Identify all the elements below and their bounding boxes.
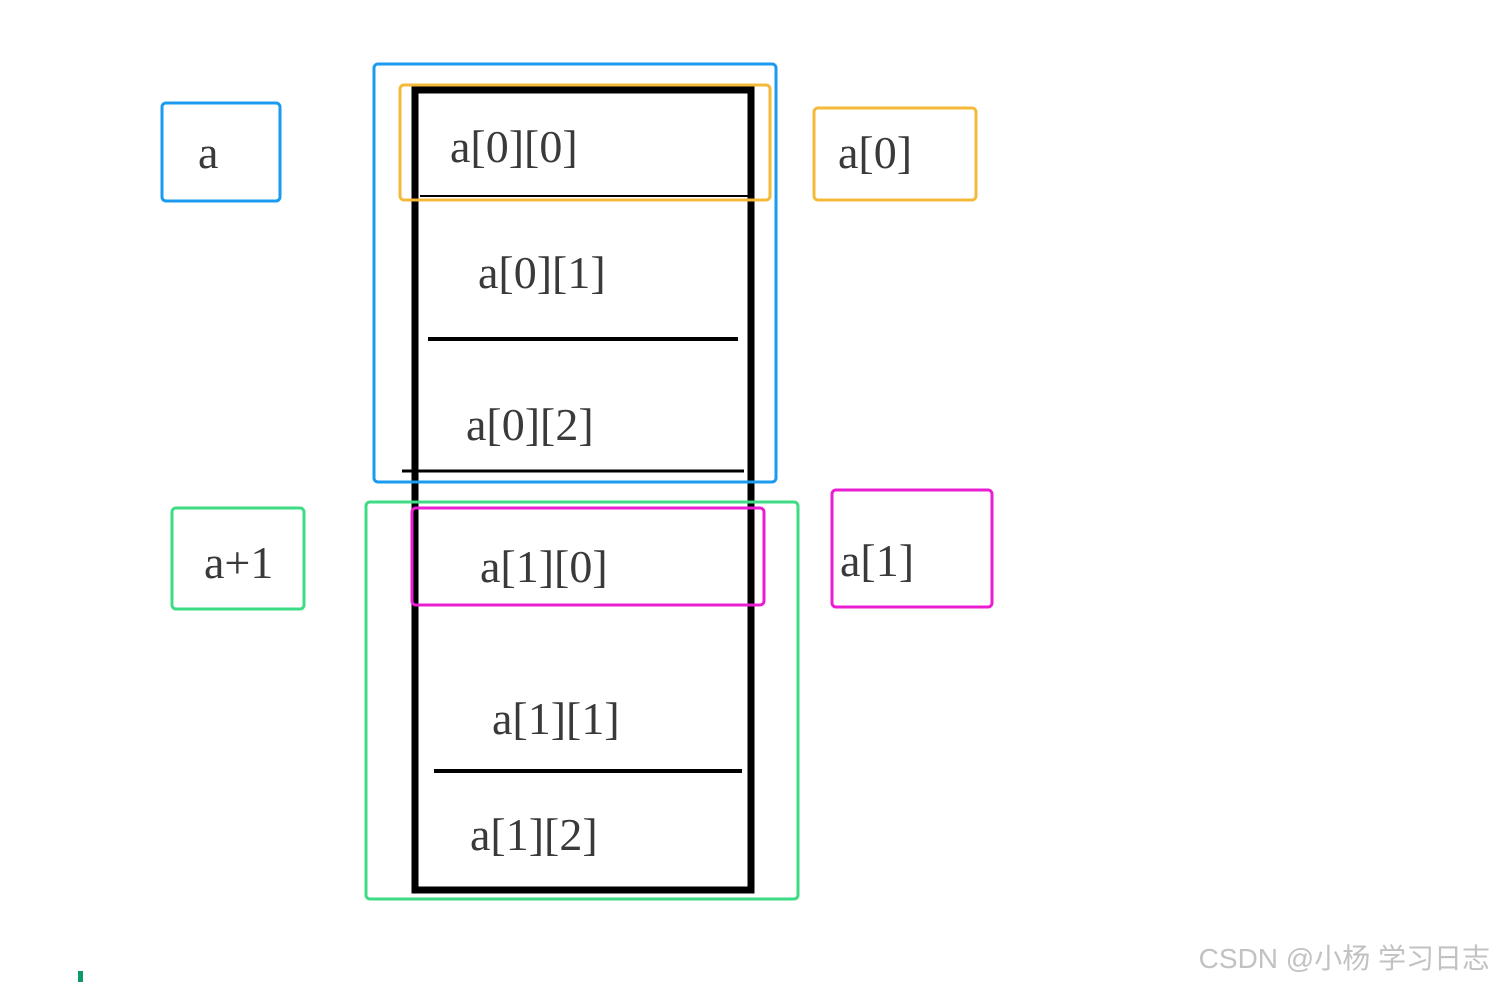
cell-a02: a[0][2] [466,399,594,450]
a-plus-1-label-box [170,506,306,611]
a-label-box [160,101,282,203]
accent-mark [78,971,83,982]
a00-highlight [398,83,772,202]
a10-highlight [410,506,766,607]
memory-column [411,86,755,894]
row-0-highlight [372,62,778,484]
a-label: a [198,127,218,178]
cell-a11: a[1][1] [492,693,620,744]
a1-label-box [830,488,994,609]
a0-label: a[0] [838,127,912,178]
a-plus-1-label: a+1 [204,537,273,588]
cell-a10: a[1][0] [480,541,608,592]
a1-label: a[1] [840,535,914,586]
cell-a12: a[1][2] [470,809,598,860]
cell-a01: a[0][1] [478,247,606,298]
row-1-highlight [364,500,800,901]
a0-label-box [812,106,978,202]
cell-a00: a[0][0] [450,121,578,172]
watermark: CSDN @小杨 学习日志 [1199,943,1490,974]
